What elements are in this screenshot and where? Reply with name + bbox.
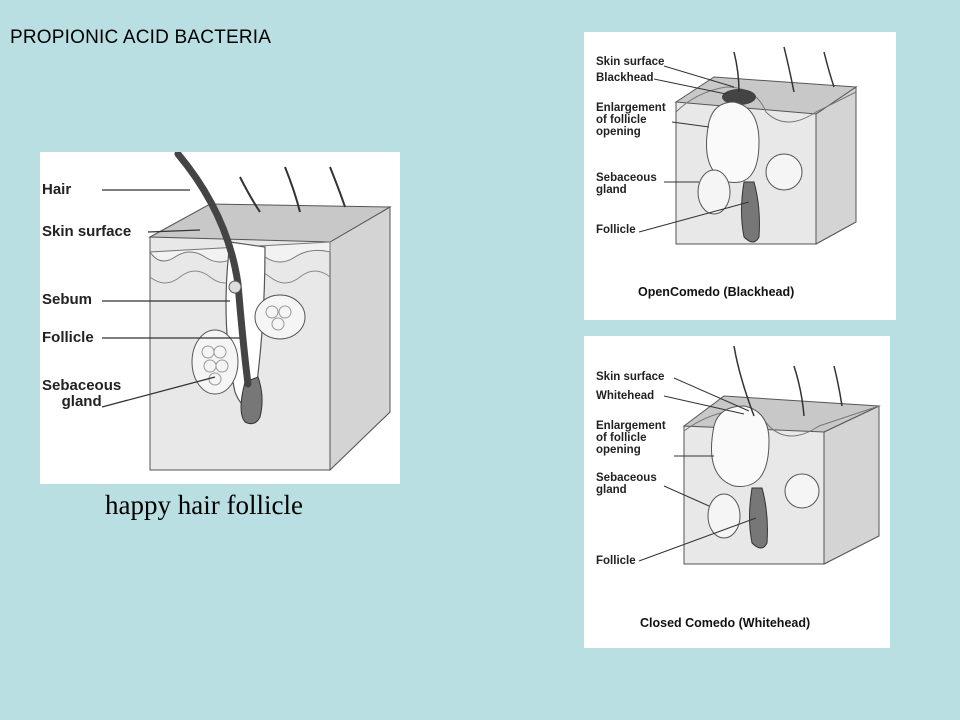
- slide-title: PROPIONIC ACID BACTERIA: [10, 27, 272, 48]
- label-follicle: Follicle: [42, 329, 94, 346]
- label-follicle: Follicle: [596, 555, 636, 567]
- hair-follicle-caption: happy hair follicle: [105, 490, 303, 520]
- hair-follicle-illustration: [101, 152, 392, 472]
- hair-follicle-diagram: Hair Skin surface Sebum Follicle Sebaceo…: [40, 152, 400, 484]
- label-skin-surface: Skin surface: [42, 223, 132, 240]
- open-comedo-caption: OpenComedo (Blackhead): [638, 285, 795, 299]
- open-comedo-illustration: [638, 46, 858, 245]
- label-follicle: Follicle: [596, 224, 636, 236]
- label-enlargement: Enlargement of follicle opening: [596, 102, 666, 139]
- label-skin-surface: Skin surface: [596, 56, 665, 68]
- label-skin-surface: Skin surface: [596, 371, 665, 383]
- closed-comedo-diagram: Skin surface Whitehead Enlargement of fo…: [584, 336, 890, 648]
- label-sebaceous-gland: Sebaceous gland: [596, 472, 657, 497]
- label-hair: Hair: [42, 181, 72, 198]
- label-whitehead: Whitehead: [596, 390, 655, 402]
- open-comedo-diagram: Skin surface Blackhead Enlargement of fo…: [584, 32, 896, 320]
- closed-comedo-caption: Closed Comedo (Whitehead): [640, 616, 811, 630]
- label-blackhead: Blackhead: [596, 72, 654, 84]
- label-sebum: Sebum: [42, 291, 93, 308]
- label-enlargement: Enlargement of follicle opening: [596, 420, 666, 457]
- closed-comedo-illustration: [638, 345, 881, 565]
- label-sebaceous-gland: Sebaceous gland: [42, 377, 122, 410]
- label-sebaceous-gland: Sebaceous gland: [596, 172, 657, 197]
